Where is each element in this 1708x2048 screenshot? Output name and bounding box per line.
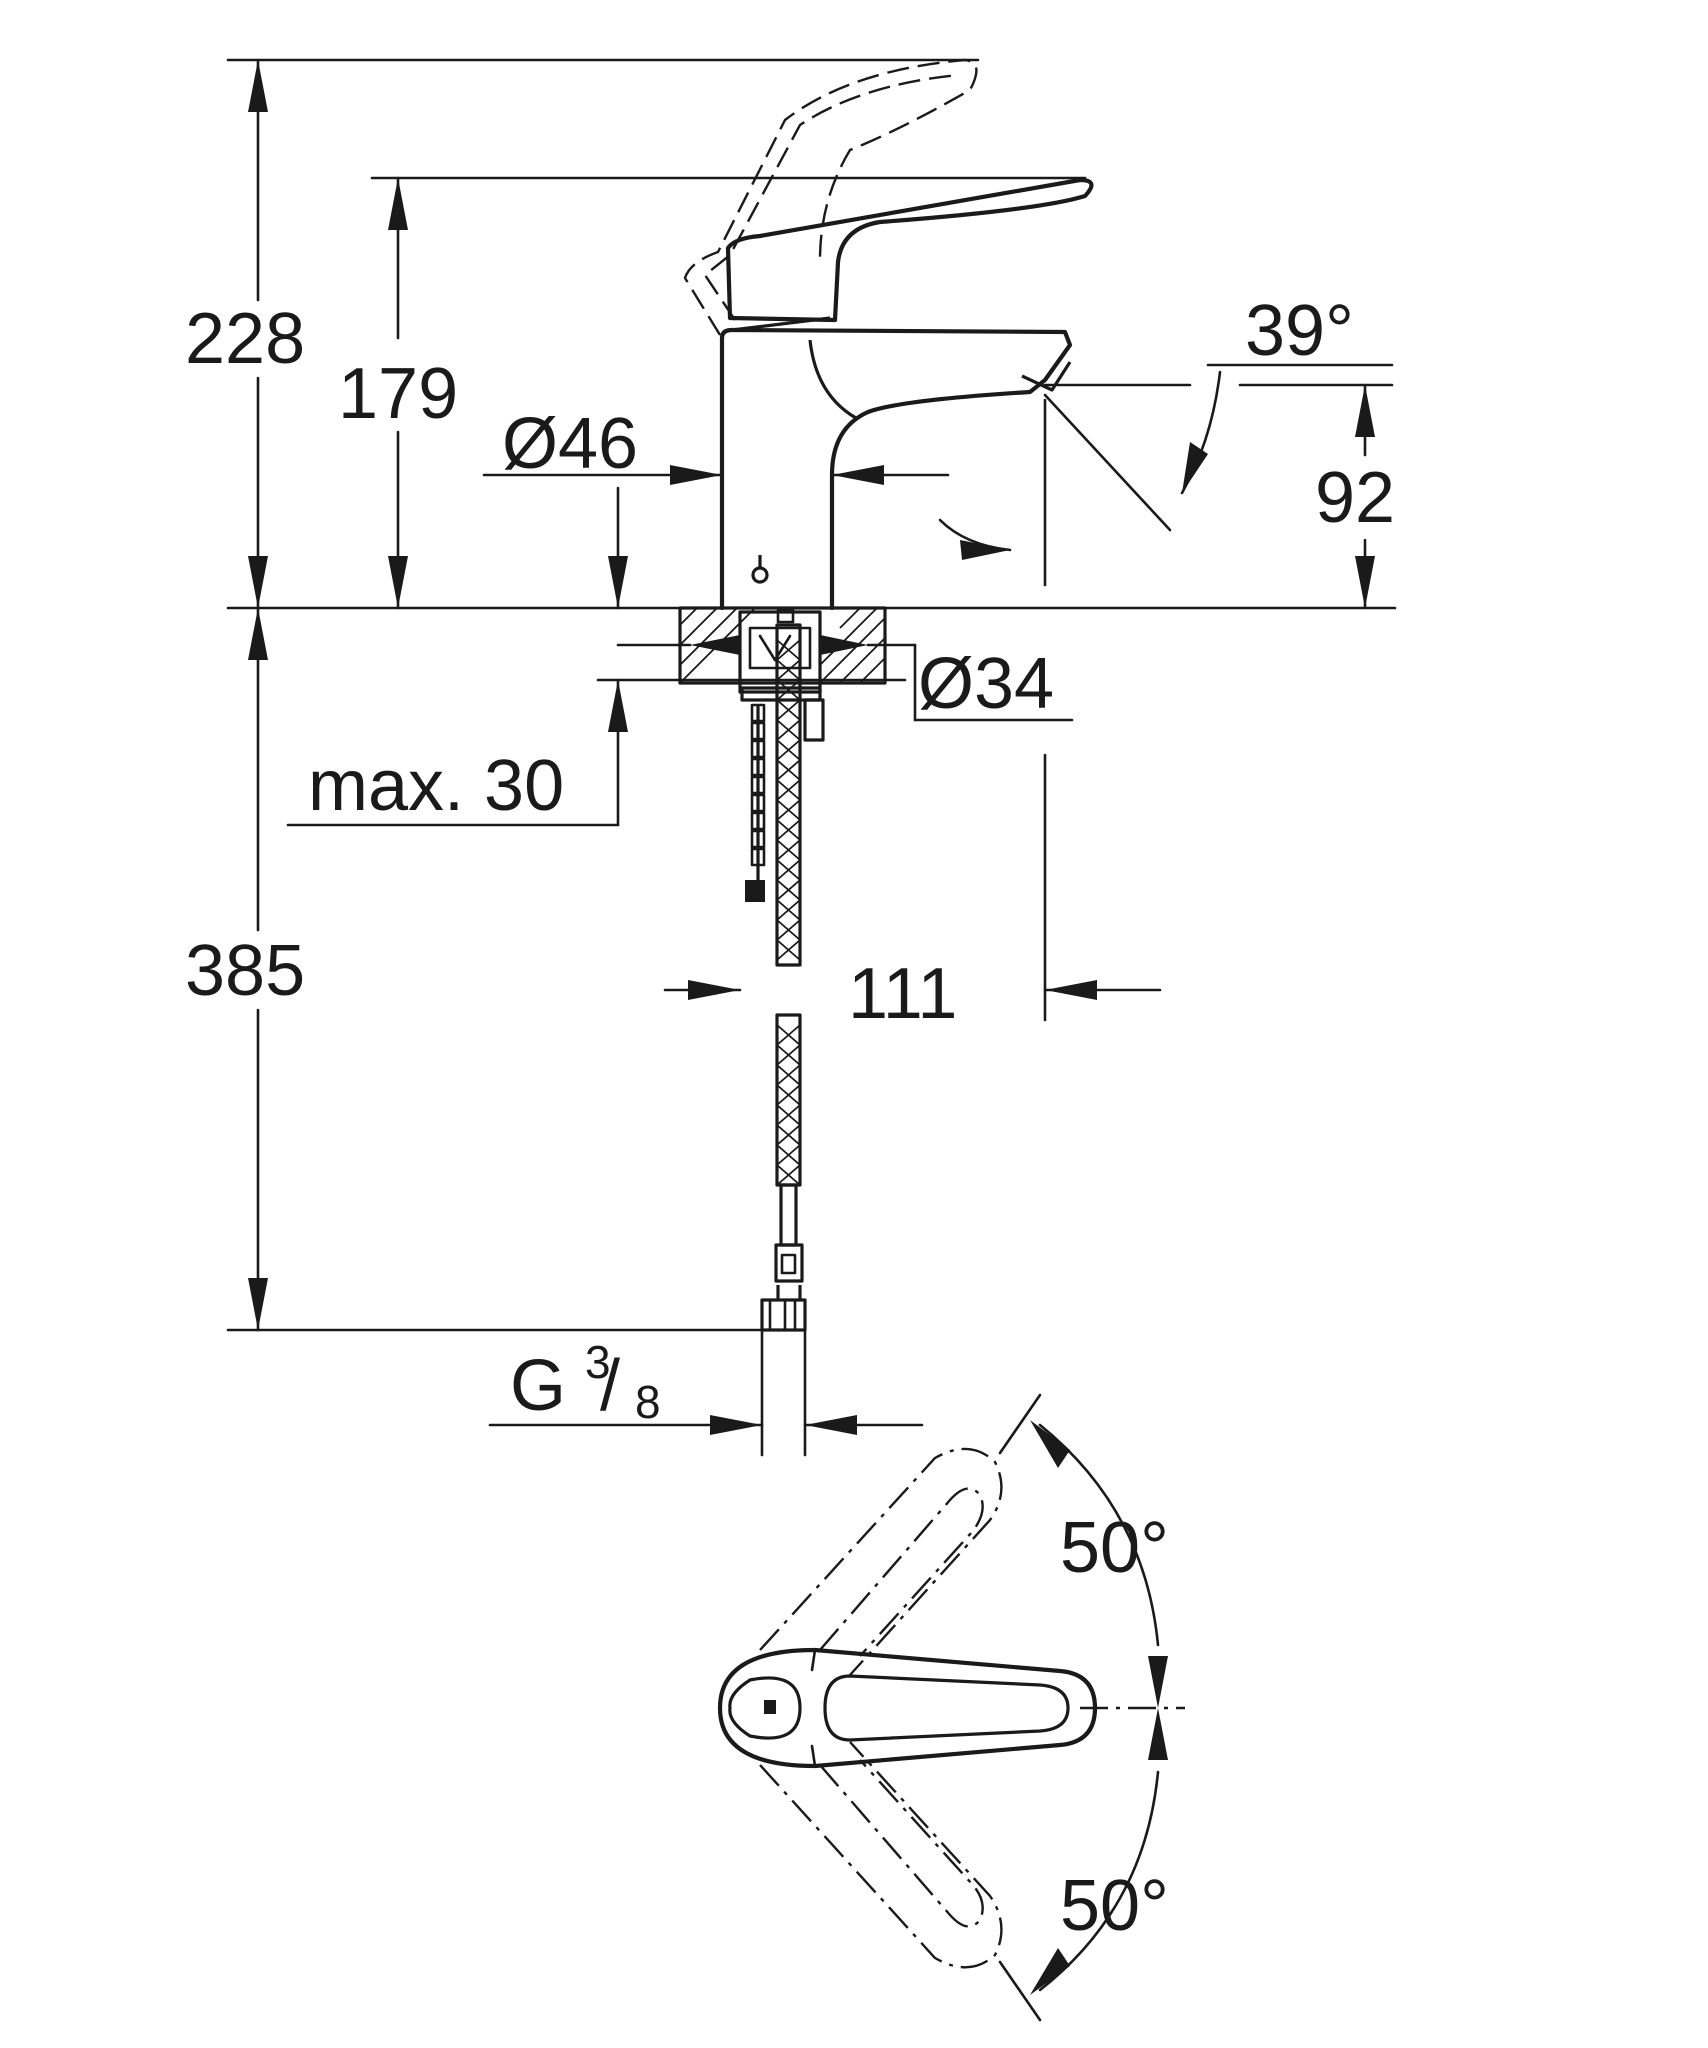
dim-179: 179 bbox=[338, 354, 458, 434]
dim-111: 111 bbox=[848, 954, 957, 1034]
lever-open-dashed bbox=[683, 58, 978, 336]
dim-angle-39: 39° bbox=[1245, 291, 1354, 371]
dim-max-30: max. 30 bbox=[308, 746, 564, 826]
dim-thread-slash: / bbox=[600, 1346, 620, 1426]
mounting-assembly bbox=[678, 606, 887, 742]
dim-diameter-34: Ø34 bbox=[918, 644, 1054, 724]
dim-92: 92 bbox=[1315, 458, 1395, 538]
supply-hose bbox=[760, 623, 807, 1332]
top-view bbox=[717, 1393, 1185, 2022]
dim-thread-numerator: 3 bbox=[585, 1336, 611, 1388]
dim-385: 385 bbox=[185, 931, 305, 1011]
dimension-labels: 228 179 Ø46 39° 92 Ø34 max. 30 385 111 G… bbox=[185, 291, 1395, 1946]
faucet-body bbox=[719, 316, 1073, 611]
dimension-arrows bbox=[248, 60, 1375, 1435]
lever-closed bbox=[725, 177, 1094, 323]
drain-chain bbox=[745, 703, 766, 902]
dim-angle-50-upper: 50° bbox=[1060, 1508, 1169, 1588]
dim-thread-denominator: 8 bbox=[635, 1376, 661, 1428]
dim-angle-50-lower: 50° bbox=[1060, 1866, 1169, 1946]
dim-thread-prefix: G bbox=[510, 1346, 566, 1426]
dim-228: 228 bbox=[185, 299, 305, 379]
dim-diameter-46: Ø46 bbox=[502, 404, 638, 484]
